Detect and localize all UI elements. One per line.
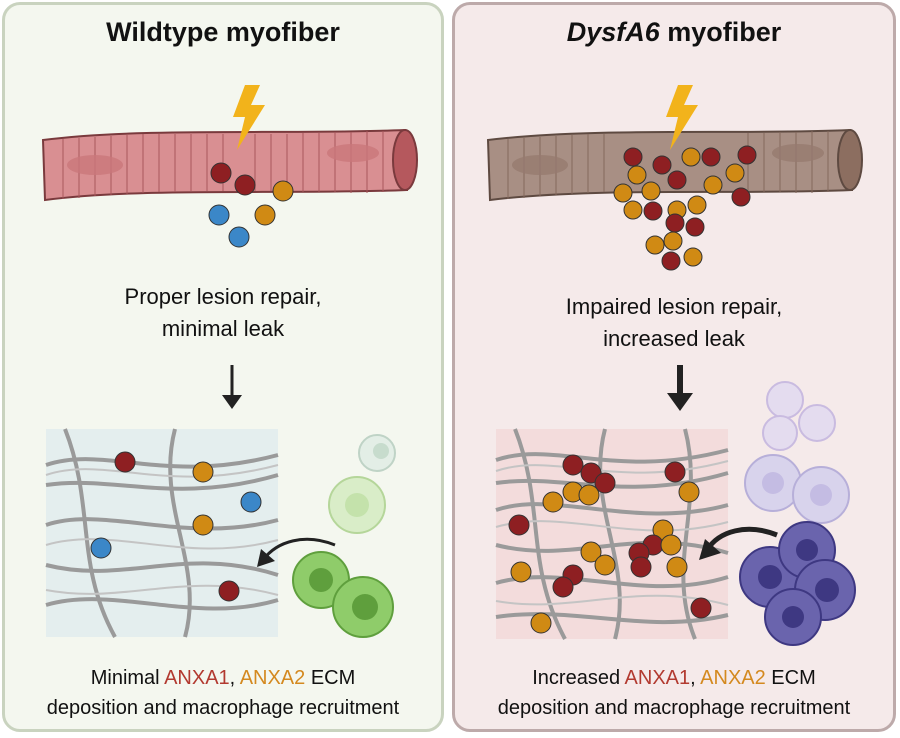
- wildtype-bottom-caption: Minimal ANXA1, ANXA2 ECM deposition and …: [5, 663, 441, 723]
- wildtype-bottom-prefix: Minimal: [90, 667, 165, 689]
- dysf-bottom-suffix: ECM: [765, 667, 816, 689]
- wildtype-comma: ,: [229, 667, 240, 689]
- wildtype-leak-particles: [208, 162, 294, 248]
- wildtype-down-arrow: [222, 365, 242, 409]
- dysf-title: DysfA6 myofiber: [455, 17, 893, 48]
- wildtype-caption-line2: minimal leak: [161, 316, 285, 341]
- wildtype-anxa2-label: ANXA2: [239, 667, 306, 689]
- dysf-down-arrow: [667, 365, 693, 411]
- wildtype-anxa1-label: ANXA1: [164, 667, 230, 689]
- dysf-anxa1-label: ANXA1: [624, 667, 691, 689]
- dysf-comma: ,: [690, 667, 701, 689]
- wildtype-macrophages: [292, 434, 396, 638]
- dysf-bottom-caption: Increased ANXA1, ANXA2 ECM deposition an…: [455, 663, 893, 723]
- wildtype-panel: Wildtype myofiber: [2, 2, 444, 732]
- recruitment-arrow: [699, 526, 778, 560]
- dysf-illustration: [486, 85, 863, 646]
- wildtype-caption-line1: Proper lesion repair,: [124, 284, 322, 309]
- wildtype-bottom-line2: deposition and macrophage recruitment: [46, 697, 400, 719]
- dysf-caption: Impaired lesion repair, increased leak: [455, 291, 893, 355]
- wildtype-caption: Proper lesion repair, minimal leak: [5, 281, 441, 345]
- lightning-icon: [233, 85, 265, 150]
- dysf-caption-line1: Impaired lesion repair,: [565, 294, 783, 319]
- wildtype-illustration: [41, 85, 418, 638]
- dysf-bottom-prefix: Increased: [532, 667, 625, 689]
- wildtype-ecm-matrix: [45, 428, 279, 638]
- wildtype-title: Wildtype myofiber: [106, 17, 340, 47]
- lightning-icon: [666, 85, 698, 150]
- recruitment-arrow: [257, 537, 336, 567]
- wildtype-bottom-suffix: ECM: [305, 667, 356, 689]
- dysf-macrophages: [739, 381, 856, 646]
- wildtype-ecm-particles: [90, 451, 262, 602]
- dysf-title-italic: DysfA6: [566, 17, 660, 47]
- wildtype-myofiber: [41, 128, 418, 202]
- dysf-title-rest: myofiber: [659, 17, 782, 47]
- dysf-bottom-line2: deposition and macrophage recruitment: [497, 697, 851, 719]
- dysf-anxa2-label: ANXA2: [700, 667, 766, 689]
- dysf-caption-line2: increased leak: [603, 326, 745, 351]
- dysf-panel: DysfA6 myofiber: [452, 2, 896, 732]
- dysf-ecm-particles: [508, 454, 712, 634]
- dysf-leak-particles: [613, 145, 757, 271]
